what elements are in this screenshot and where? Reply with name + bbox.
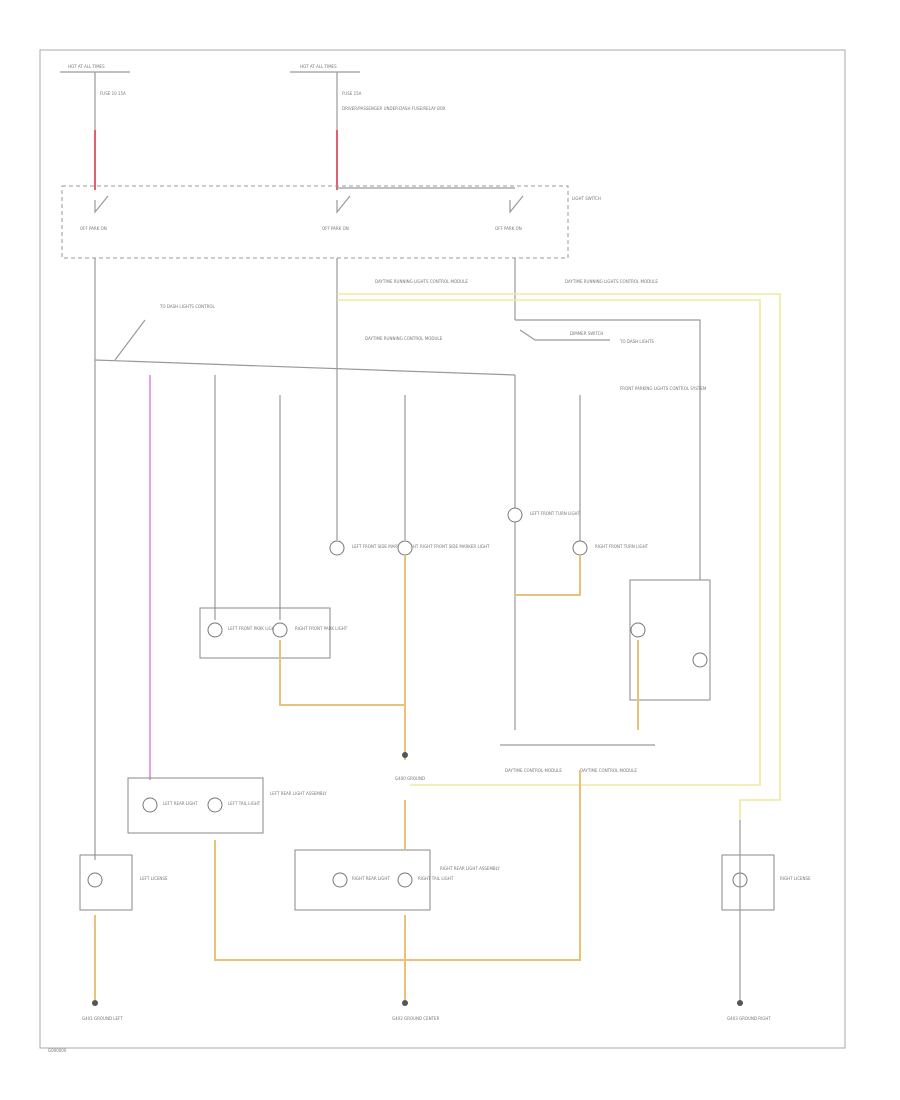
bulb-left-license (87, 872, 103, 888)
ground-left (92, 1000, 98, 1006)
switch-contact-2 (336, 195, 351, 214)
label-r-license: RIGHT LICENSE (780, 876, 811, 881)
yellow-daytime-line-2 (337, 299, 761, 786)
bulb-right-tail (397, 872, 413, 888)
bulb-left-tail (207, 797, 223, 813)
label-daytime-center: DAYTIME RUNNING CONTROL MODULE (365, 336, 443, 341)
ground-center-mid (402, 752, 408, 758)
label-r-rear-light: RIGHT REAR LIGHT (352, 876, 390, 881)
label-fuse-mid-note: DRIVER/PASSENGER UNDER-DASH FUSE/RELAY B… (342, 106, 446, 111)
orange-wire-rear-loop (214, 770, 581, 961)
label-front-marker: FRONT PARKING LIGHTS CONTROL SYSTEM (620, 386, 707, 391)
bulb-right-front-side (397, 540, 413, 556)
ground-right (737, 1000, 743, 1006)
label-daytime-right: DAYTIME RUNNING LIGHTS CONTROL MODULE (565, 279, 658, 284)
bulb-right-front-park (272, 622, 288, 638)
footer-code: G000000 (48, 1048, 67, 1053)
wire-dimmer (519, 329, 610, 341)
bulb-left-front-park (207, 622, 223, 638)
label-fuse-mid: FUSE 15A (342, 91, 362, 96)
bulb-right-side-1 (630, 622, 646, 638)
label-hot-left: HOT AT ALL TIMES (68, 64, 105, 69)
right-rear-assembly-box (294, 849, 431, 911)
bulb-left-front-side (329, 540, 345, 556)
yellow-daytime-line (337, 293, 781, 820)
bulb-left-rear (142, 797, 158, 813)
label-r-front-side: RIGHT FRONT SIDE MARKER LIGHT (420, 544, 490, 549)
label-ctrl-right: DAYTIME CONTROL MODULE (580, 768, 637, 773)
diagram-border (39, 49, 846, 1049)
wire-dimmer-run (515, 319, 701, 580)
label-sw2: OFF PARK ON (322, 226, 349, 231)
label-to-dash: TO DASH LIGHTS (619, 339, 654, 344)
label-l-front-side: LEFT FRONT SIDE MARKER LIGHT (352, 544, 419, 549)
label-l-front-turn: LEFT FRONT TURN LIGHT (530, 511, 581, 516)
ground-center (402, 1000, 408, 1006)
orange-wire-park (279, 640, 405, 706)
label-l-front-park: LEFT FRONT PARK LIGHT (228, 626, 278, 631)
label-sw1: OFF PARK ON (80, 226, 107, 231)
label-l-rear-assembly: LEFT REAR LIGHT ASSEMBLY (270, 791, 327, 796)
right-turn-box (629, 579, 711, 701)
left-rear-assembly-box (127, 777, 264, 834)
label-l-license: LEFT LICENSE (140, 876, 168, 881)
bulb-right-rear (332, 872, 348, 888)
label-ground-mid: G400 GROUND (395, 776, 425, 781)
wire-bus-horizontal (94, 359, 516, 376)
label-ctrl-left: DAYTIME CONTROL MODULE (505, 768, 562, 773)
label-fuse-left: FUSE 10 15A (100, 91, 126, 96)
label-sw3: OFF PARK ON (495, 226, 522, 231)
label-l-rear-light: LEFT REAR LIGHT (163, 801, 198, 806)
label-l-tail: LEFT TAIL LIGHT (228, 801, 261, 806)
bulb-left-front-turn (507, 507, 523, 523)
switch-contact-3 (509, 195, 524, 214)
label-r-rear-assembly: RIGHT REAR LIGHT ASSEMBLY (440, 866, 500, 871)
label-r-front-park: RIGHT FRONT PARK LIGHT (295, 626, 348, 631)
label-hot-mid: HOT AT ALL TIMES (300, 64, 337, 69)
light-switch-box (61, 185, 569, 259)
label-r-tail: RIGHT TAIL LIGHT (418, 876, 454, 881)
label-dash-module: TO DASH LIGHTS CONTROL (159, 304, 216, 309)
dash-pointer (114, 319, 146, 361)
label-daytime-left: DAYTIME RUNNING LIGHTS CONTROL MODULE (375, 279, 468, 284)
left-license-box (79, 854, 133, 911)
front-park-box (199, 607, 331, 659)
label-r-front-turn: RIGHT FRONT TURN LIGHT (595, 544, 649, 549)
orange-wire-right (515, 555, 581, 596)
label-light-switch: LIGHT SWITCH (572, 196, 601, 201)
switch-contact-1 (94, 195, 109, 214)
label-ground-right: G403 GROUND RIGHT (727, 1016, 771, 1021)
label-ground-center: G402 GROUND CENTER (392, 1016, 440, 1021)
bulb-right-front-turn (572, 540, 588, 556)
label-dimmer: DIMMER SWITCH (570, 331, 603, 336)
label-ground-left: G401 GROUND LEFT (82, 1016, 123, 1021)
right-license-box (721, 854, 775, 911)
bulb-right-side-2 (692, 652, 708, 668)
